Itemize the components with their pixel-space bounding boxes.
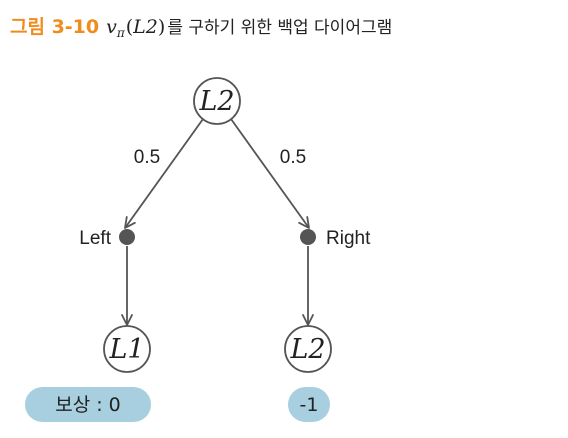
root-state-label: L2 bbox=[198, 86, 234, 117]
left-reward-label: 보상 : 0 bbox=[55, 394, 121, 416]
policy-subscript: π bbox=[116, 26, 125, 40]
right-reward-badge: -1 bbox=[288, 387, 330, 422]
right-probability-label: 0.5 bbox=[280, 147, 306, 168]
left-action-label: Left bbox=[79, 228, 111, 249]
right-action-dot bbox=[300, 229, 316, 245]
left-probability-label: 0.5 bbox=[134, 147, 160, 168]
value-function-symbol: v bbox=[106, 16, 117, 38]
left-next-state-node: L1 bbox=[103, 325, 151, 373]
edge-root-to-left bbox=[124, 118, 204, 229]
left-action-dot bbox=[119, 229, 135, 245]
caption-state: L2 bbox=[133, 16, 158, 38]
figure-label: 그림 3-10 bbox=[10, 16, 100, 38]
right-action-label: Right bbox=[326, 228, 371, 249]
right-next-state-node: L2 bbox=[284, 325, 332, 373]
edge-root-to-right bbox=[230, 118, 310, 229]
open-paren: ( bbox=[125, 16, 134, 38]
figure-caption: 그림 3-10 v π ( L2 ) 를 구하기 위한 백업 다이어그램 bbox=[10, 12, 392, 42]
right-reward-label: -1 bbox=[300, 394, 319, 416]
caption-text: 를 구하기 위한 백업 다이어그램 bbox=[167, 18, 393, 38]
left-reward-badge: 보상 : 0 bbox=[25, 387, 151, 422]
root-state-node: L2 bbox=[193, 77, 241, 125]
right-next-state-label: L2 bbox=[289, 334, 325, 365]
left-next-state-label: L1 bbox=[108, 334, 144, 365]
close-paren: ) bbox=[157, 16, 166, 38]
